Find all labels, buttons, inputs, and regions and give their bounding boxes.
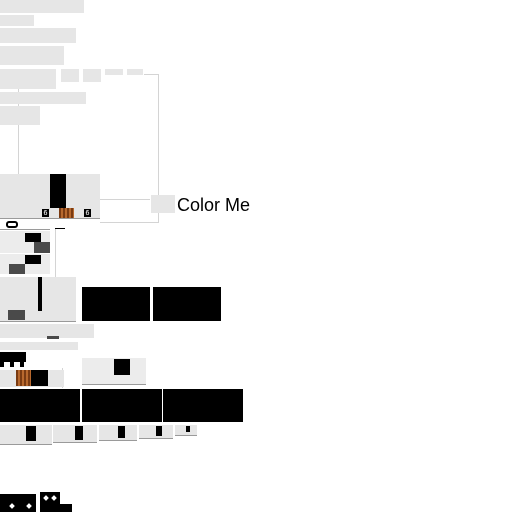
card-4-underline: [139, 438, 173, 439]
mid-panel-underline: [0, 321, 76, 322]
divider-tick: [55, 228, 65, 229]
widget-row-2-shade: [9, 264, 25, 274]
menu-chip-1[interactable]: [61, 69, 79, 82]
toggle-icon[interactable]: [6, 221, 18, 228]
crate-row-dark: [31, 370, 48, 386]
strip-1-mark: [47, 336, 59, 339]
connector-line: [100, 222, 159, 223]
menu-chip-4[interactable]: [127, 69, 143, 75]
connector-line: [55, 228, 56, 278]
menu-bar-3[interactable]: [0, 28, 76, 43]
mid-panel-bar: [38, 277, 42, 311]
color-swatch-button[interactable]: [151, 195, 175, 213]
connector-line: [144, 74, 159, 75]
frame-panel-block: [114, 359, 130, 375]
tile-wide-2[interactable]: [82, 389, 162, 422]
widget-row-2-dark: [25, 255, 41, 264]
menu-bar-1[interactable]: [0, 0, 84, 13]
bottom-block-2[interactable]: [40, 492, 60, 512]
card-3-bar: [118, 426, 125, 438]
menu-chip-3[interactable]: [105, 69, 123, 75]
bottom-block-1[interactable]: [0, 494, 36, 512]
card-5-underline: [175, 435, 197, 436]
divider: [0, 229, 50, 230]
menu-bar-2[interactable]: [0, 15, 34, 26]
connector-line: [158, 74, 159, 222]
tile-wide-1[interactable]: [0, 389, 80, 422]
widget-row-1-dark: [25, 233, 41, 242]
menu-bar-6[interactable]: [0, 92, 86, 104]
menu-bar-5[interactable]: [0, 69, 56, 89]
character-body: [50, 174, 66, 208]
block-small-3: [10, 362, 14, 367]
menu-bar-4[interactable]: [0, 46, 64, 65]
strip-2[interactable]: [0, 342, 78, 350]
panel-underline: [0, 218, 100, 219]
card-3-underline: [99, 440, 137, 441]
card-5-bar: [186, 426, 190, 432]
tile-black-1[interactable]: [82, 287, 150, 321]
frame-panel-underline: [82, 384, 146, 385]
block-small-2: [0, 362, 4, 367]
menu-bar-7[interactable]: [0, 106, 40, 125]
menu-chip-2[interactable]: [83, 69, 101, 82]
card-4-bar: [156, 426, 162, 436]
block-small-1: [0, 352, 26, 362]
eye-icon-left: 6: [42, 209, 49, 217]
card-1-underline: [0, 444, 52, 445]
eye-icon-right: 6: [84, 209, 91, 217]
connector-line: [100, 199, 150, 200]
tile-black-2[interactable]: [153, 287, 221, 321]
bottom-block-2-tail: [58, 504, 72, 512]
color-me-label[interactable]: Color Me: [177, 195, 251, 215]
mid-panel-icon: [8, 310, 25, 320]
widget-row-1-shade: [34, 242, 50, 253]
card-1-bar: [26, 426, 36, 441]
block-small-4: [20, 362, 24, 367]
card-2-underline: [53, 442, 97, 443]
strip-1[interactable]: [0, 324, 94, 338]
crate-icon: [59, 208, 74, 218]
crate-icon-2: [16, 370, 31, 386]
card-2-bar: [75, 426, 83, 440]
tile-wide-3[interactable]: [163, 389, 243, 422]
